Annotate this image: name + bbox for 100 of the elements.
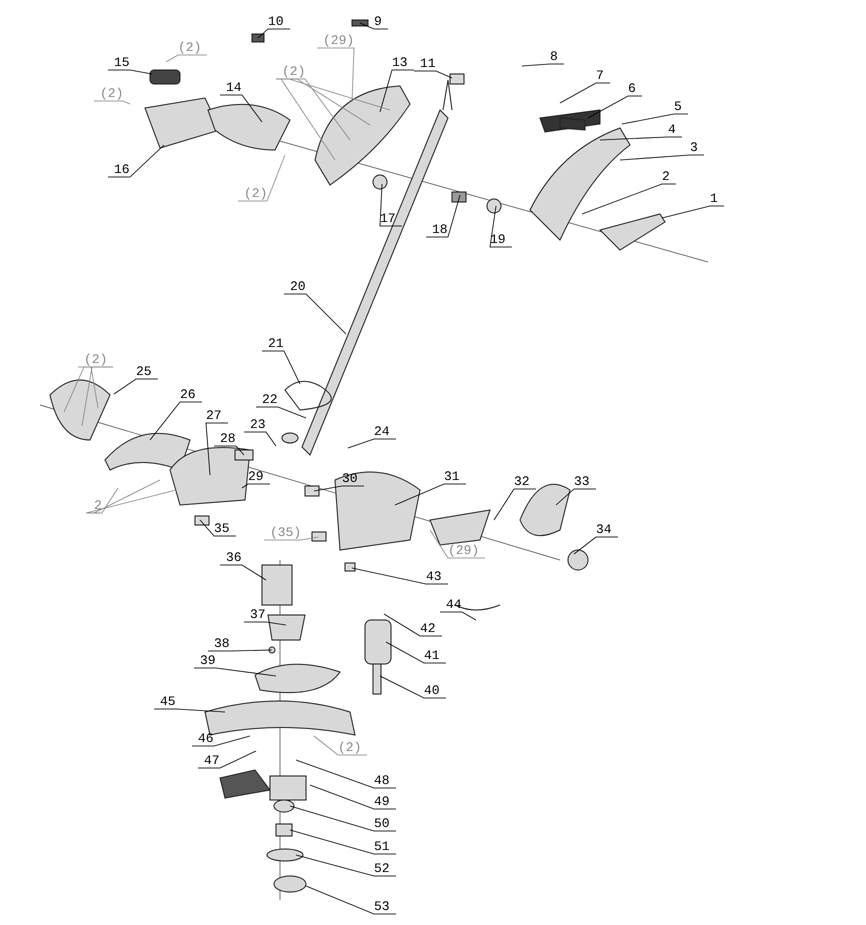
- callout-number: 25: [136, 364, 152, 379]
- leader-line: [494, 488, 536, 520]
- leader-line: [242, 484, 270, 488]
- leader-line: [150, 402, 202, 440]
- callout-number: 2: [662, 169, 670, 184]
- leader-line: [194, 668, 276, 676]
- leader-line: [108, 144, 164, 178]
- callout-number: 29: [248, 469, 264, 484]
- leader-line: [360, 22, 388, 30]
- callout-number: 32: [514, 474, 530, 489]
- leader-line: [522, 64, 564, 66]
- callout-number: 45: [160, 694, 176, 709]
- leader-line: [316, 48, 354, 102]
- leader-line: [310, 784, 396, 810]
- leader-line: [290, 830, 396, 854]
- callout-number: 21: [268, 336, 284, 351]
- leader-line: [256, 406, 306, 418]
- callout-number: (2): [244, 186, 268, 201]
- callout-number: 20: [290, 279, 306, 294]
- callout-number: 31: [444, 469, 460, 484]
- leader-line: [384, 614, 442, 636]
- leader-line: [620, 154, 704, 160]
- leader-line: [214, 446, 244, 456]
- callout-number: 8: [550, 49, 558, 64]
- leader-line: [244, 622, 286, 626]
- leader-line: [352, 568, 448, 584]
- callout-number: 16: [114, 162, 130, 177]
- leader-line: [264, 536, 318, 540]
- leader-line: [380, 184, 402, 226]
- callout-number: 1: [710, 191, 718, 206]
- callout-number: 53: [374, 899, 390, 914]
- leader-line: [380, 70, 414, 112]
- leader-line: [244, 432, 276, 446]
- callout-number: 35: [214, 521, 230, 536]
- leader-line: [314, 736, 368, 756]
- leader-line: [206, 422, 228, 476]
- callout-number: 33: [574, 474, 590, 489]
- callout-number: 51: [374, 839, 390, 854]
- callout-number: (2): [338, 740, 362, 755]
- callout-number: 52: [374, 861, 390, 876]
- leader-line: [296, 760, 396, 788]
- callout-number: 38: [214, 636, 230, 651]
- leader-line: [86, 490, 176, 514]
- callout-number: 11: [420, 56, 436, 71]
- callout-number: 48: [374, 773, 390, 788]
- callout-number: 5: [674, 99, 682, 114]
- leader-line: [220, 94, 262, 122]
- callout-number: (2): [282, 64, 306, 79]
- leader-line: [622, 114, 688, 124]
- callout-number: 42: [420, 621, 436, 636]
- callout-number: (29): [323, 33, 354, 48]
- leader-line: [220, 564, 266, 580]
- callout-number: 47: [204, 753, 220, 768]
- leader-line: [276, 78, 390, 110]
- callout-number: 37: [250, 607, 266, 622]
- callout-number: 30: [342, 471, 358, 486]
- leader-line: [560, 82, 610, 104]
- callout-number: 36: [226, 550, 242, 565]
- leader-line: [430, 530, 486, 558]
- callout-number: 14: [226, 80, 242, 95]
- callout-number: (29): [448, 543, 480, 558]
- leader-line: [82, 366, 114, 426]
- callout-number: 10: [268, 14, 284, 29]
- leader-line: [394, 484, 466, 506]
- callout-number: 39: [200, 653, 216, 668]
- leader-line: [192, 736, 250, 746]
- callout-number: 23: [250, 417, 266, 432]
- callout-number: 44: [446, 597, 462, 612]
- callout-number: 6: [628, 81, 636, 96]
- leader-line: [414, 70, 452, 78]
- leader-line: [290, 806, 396, 832]
- callout-number: 43: [426, 569, 442, 584]
- leader-line: [306, 886, 396, 914]
- leader-line: [490, 206, 512, 248]
- leader-line: [574, 536, 618, 554]
- callout-number: 7: [596, 68, 604, 83]
- callout-number: 17: [380, 211, 396, 226]
- callout-number: 18: [432, 222, 448, 237]
- leader-line: [556, 488, 596, 506]
- callout-number: (2): [100, 86, 124, 101]
- callout-number: (2): [84, 352, 108, 367]
- leader-line: [440, 612, 476, 620]
- callout-number: 50: [374, 816, 390, 831]
- callout-number: 49: [374, 794, 390, 809]
- leader-line: [108, 70, 152, 74]
- callout-number: 2: [94, 498, 102, 513]
- callout-number: 41: [424, 648, 440, 663]
- callout-number: (35): [270, 525, 302, 540]
- callout-number: 3: [690, 140, 698, 155]
- callout-number: 13: [392, 55, 408, 70]
- leader-line: [208, 650, 272, 652]
- leader-line: [154, 708, 226, 712]
- callout-number: 28: [220, 431, 236, 446]
- leader-line: [600, 136, 682, 140]
- leader-line: [78, 366, 98, 408]
- leader-line: [200, 520, 236, 536]
- leader-line: [296, 854, 396, 876]
- leader-line: [198, 750, 256, 768]
- leader-line: [380, 676, 446, 698]
- callout-number: 27: [206, 408, 222, 423]
